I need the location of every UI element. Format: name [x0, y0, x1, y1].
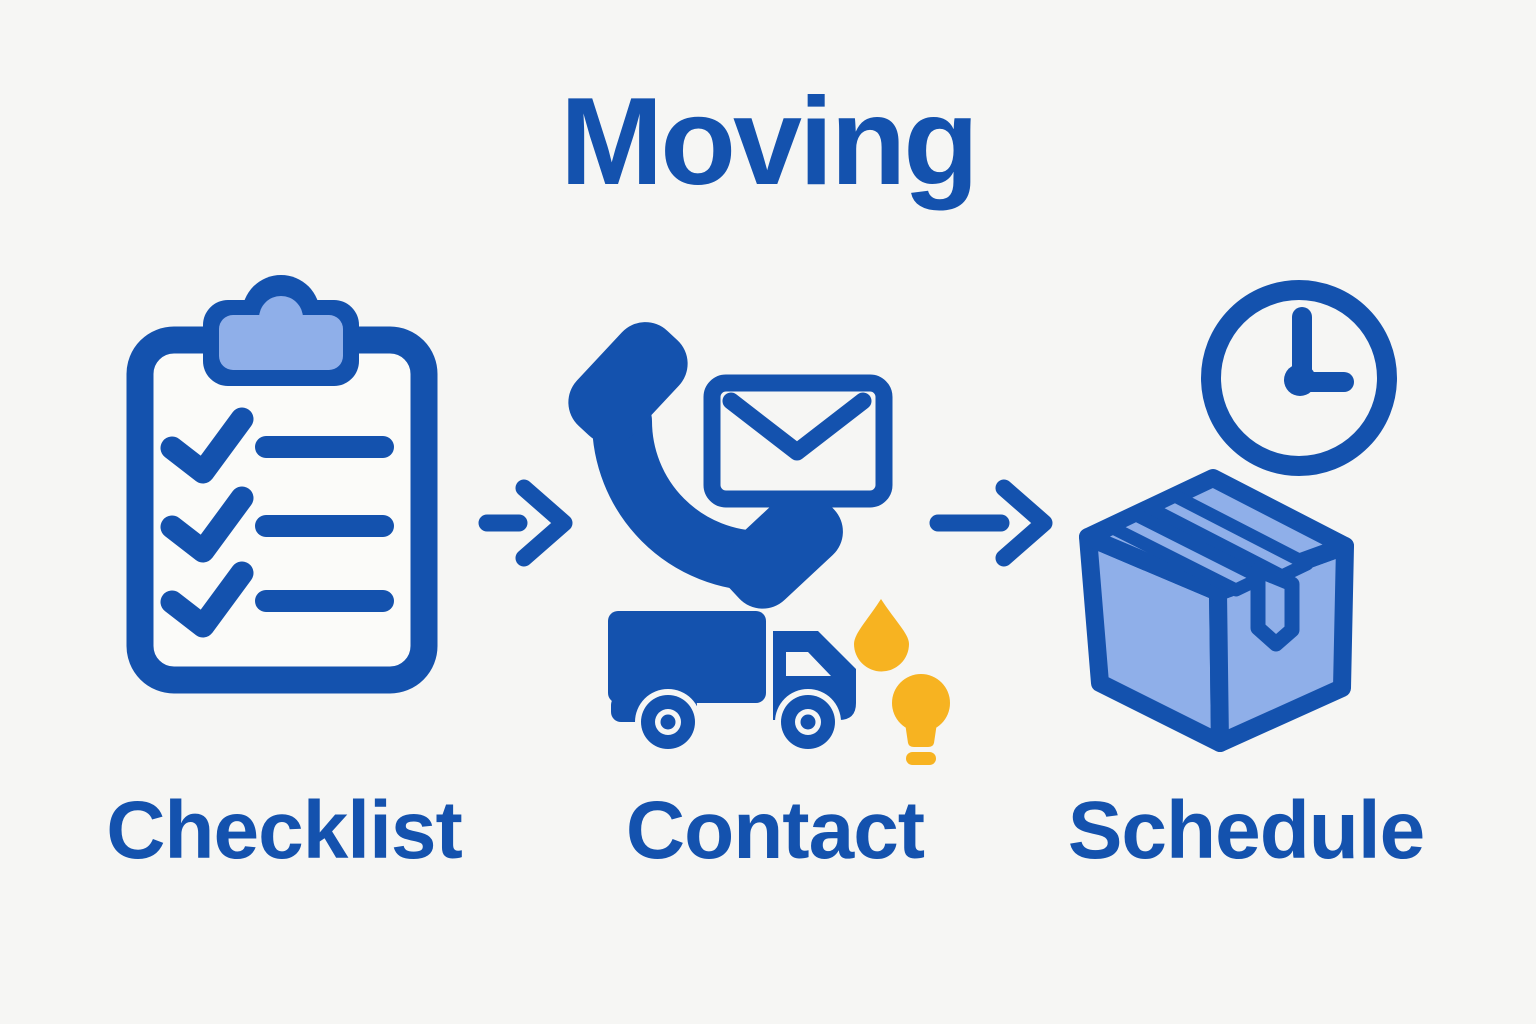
- step-label-schedule: Schedule: [1067, 785, 1426, 876]
- clipboard-icon: [126, 275, 438, 694]
- page-title: Moving: [560, 73, 979, 211]
- truck-window: [786, 652, 831, 676]
- box-icon: [1079, 469, 1354, 752]
- clipboard-board: [126, 326, 438, 694]
- box-tape-flap: [1250, 562, 1300, 652]
- arrow-right-icon: [478, 479, 573, 567]
- contact-icons: [568, 322, 950, 765]
- checkmark-icon: [160, 407, 254, 638]
- phone-icon: [568, 322, 843, 609]
- arrow-right-icon: [929, 479, 1053, 567]
- droplet-icon: [854, 599, 909, 672]
- checklist-lines: [255, 436, 394, 612]
- step-label-contact: Contact: [625, 785, 925, 876]
- lightbulb-icon: [892, 674, 950, 765]
- truck-icon: [608, 611, 856, 755]
- truck-wheel: [775, 689, 841, 755]
- truck-wheel: [635, 689, 701, 755]
- envelope-icon: [703, 374, 893, 508]
- step-label-checklist: Checklist: [106, 785, 463, 876]
- clock-icon: [1201, 280, 1397, 476]
- clipboard-clip: [203, 275, 359, 386]
- schedule-icons: [1079, 280, 1397, 752]
